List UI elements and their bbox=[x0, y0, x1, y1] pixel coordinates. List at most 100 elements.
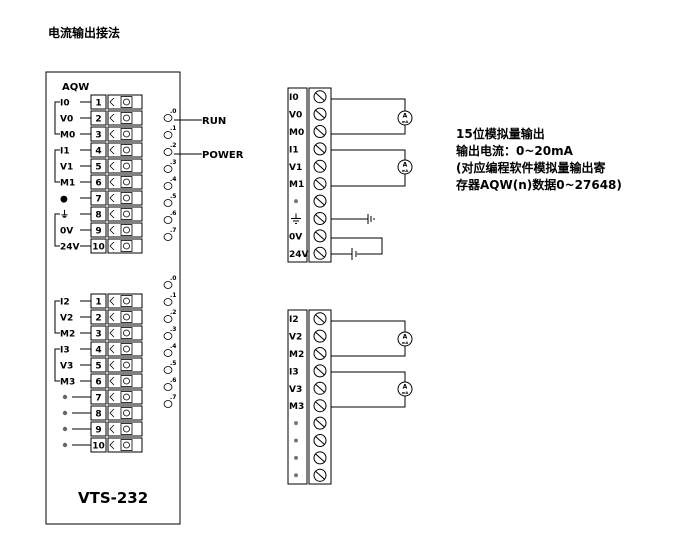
led-indicators: .0.1.2.3.4.5.6.7.0.1.2.3.4.5.6.7 bbox=[163, 108, 176, 408]
terminal-clamp-mark bbox=[109, 193, 115, 203]
led-label: .5 bbox=[170, 360, 176, 367]
wiring-terminal-label: V0 bbox=[289, 111, 302, 121]
terminal-clamp-mark bbox=[109, 392, 115, 402]
ground-connection bbox=[331, 214, 375, 224]
meter-circuit-1 bbox=[331, 98, 406, 135]
screw-slot bbox=[315, 314, 325, 324]
screw-slot bbox=[315, 248, 325, 258]
led-label: .1 bbox=[170, 125, 176, 132]
screw-slot bbox=[315, 453, 325, 463]
led-indicator bbox=[163, 366, 173, 374]
spec-line-1: 15位模拟量输出 bbox=[456, 127, 545, 141]
terminal-label: V1 bbox=[60, 163, 73, 173]
terminal-number: 3 bbox=[95, 131, 101, 141]
terminal-number: 9 bbox=[95, 426, 101, 436]
terminal-clamp-mark bbox=[109, 145, 115, 155]
terminal-number: 10 bbox=[92, 243, 105, 253]
terminal-clamp-mark bbox=[109, 209, 115, 219]
led-label: .6 bbox=[170, 210, 176, 217]
unused-terminal-dot-icon bbox=[294, 455, 298, 460]
wiring-terminal-label: I3 bbox=[289, 367, 299, 377]
screw-slot bbox=[315, 196, 325, 206]
led-indicator bbox=[163, 216, 173, 224]
page-title: 电流输出接法 bbox=[48, 26, 121, 40]
screw-slot bbox=[315, 418, 325, 428]
terminal-number: 5 bbox=[95, 163, 101, 173]
screw-slot bbox=[315, 383, 325, 393]
terminal-clamp-mark bbox=[109, 161, 115, 171]
wiring-terminal-label: 0V bbox=[289, 232, 302, 242]
unused-terminal-dot-icon bbox=[62, 410, 68, 416]
power-label: POWER bbox=[202, 150, 244, 161]
terminal-screw-head bbox=[123, 194, 130, 202]
led-indicator bbox=[163, 400, 173, 408]
led-indicator bbox=[163, 315, 173, 323]
terminal-screw-head bbox=[123, 441, 130, 449]
led-indicator bbox=[163, 199, 173, 207]
unused-terminal-dot-icon bbox=[62, 442, 68, 448]
wiring-terminal-label: I1 bbox=[289, 145, 299, 155]
ammeter-body bbox=[397, 159, 413, 175]
ammeter-icon: AmA bbox=[397, 331, 413, 347]
terminal-number: 6 bbox=[95, 378, 101, 388]
led-indicator bbox=[163, 332, 173, 340]
ammeter-unit: mA bbox=[402, 341, 409, 345]
terminal-clamp-mark bbox=[109, 177, 115, 187]
screw-slot bbox=[315, 179, 325, 189]
wiring-terminal-label: M3 bbox=[289, 402, 304, 412]
terminal-label: M2 bbox=[60, 330, 75, 340]
led-label: .6 bbox=[170, 377, 176, 384]
screw-slot bbox=[315, 214, 325, 223]
wiring-terminal-label: I0 bbox=[289, 93, 299, 103]
terminal-clamp-mark bbox=[109, 344, 115, 354]
terminal-clamp-mark bbox=[109, 241, 115, 251]
wiring-terminal-label: V2 bbox=[289, 333, 302, 343]
module-model-label: VTS-232 bbox=[78, 489, 148, 507]
screw-slot bbox=[315, 161, 325, 171]
screw-slot bbox=[315, 144, 325, 154]
terminal-clamp-mark bbox=[109, 440, 115, 450]
terminal-label: ● bbox=[60, 195, 68, 205]
terminal-label: V2 bbox=[60, 314, 73, 324]
terminal-number: 6 bbox=[95, 179, 101, 189]
spec-description: 15位模拟量输出 输出电流：0~20mA (对应编程软件模拟量输出寄 存器AQW… bbox=[456, 126, 622, 194]
unused-terminal-dot-icon bbox=[294, 421, 298, 426]
terminal-number: 9 bbox=[95, 227, 101, 237]
screw-slot bbox=[315, 331, 325, 341]
channel-bracket bbox=[54, 101, 60, 135]
terminal-label: ⏚ bbox=[60, 210, 69, 221]
terminal-screw-head bbox=[123, 114, 130, 122]
screw-slot bbox=[315, 231, 325, 241]
ammeter-unit: mA bbox=[402, 169, 409, 173]
led-indicator bbox=[163, 114, 173, 122]
terminal-screw-head bbox=[123, 345, 130, 353]
ammeter-body bbox=[397, 110, 413, 126]
terminal-number: 7 bbox=[95, 394, 101, 404]
spec-line-4: 存器AQW(n)数据0~27648) bbox=[456, 178, 622, 192]
led-label: .5 bbox=[170, 193, 176, 200]
terminal-clamp-mark bbox=[109, 424, 115, 434]
terminal-clamp-mark bbox=[109, 360, 115, 370]
wiring-terminal-label: M2 bbox=[289, 350, 304, 360]
led-indicator bbox=[163, 349, 173, 357]
terminal-screw-head bbox=[123, 313, 130, 321]
terminal-screw-head bbox=[123, 210, 130, 218]
ammeter-body bbox=[397, 331, 413, 347]
terminal-label: I2 bbox=[60, 298, 70, 308]
meter-circuit-4 bbox=[331, 371, 406, 408]
led-indicator bbox=[163, 383, 173, 391]
led-label: .3 bbox=[170, 326, 176, 333]
wiring2-label-strip bbox=[287, 309, 308, 485]
ammeter-icon: AmA bbox=[397, 381, 413, 397]
terminal-screw-head bbox=[123, 425, 130, 433]
terminal-screw-head bbox=[123, 377, 130, 385]
module-header-label: AQW bbox=[62, 82, 89, 93]
screw-slot bbox=[315, 349, 325, 358]
ammeter-body bbox=[397, 381, 413, 397]
screw-slot bbox=[315, 366, 325, 376]
terminal-number: 4 bbox=[95, 147, 101, 157]
led-label: .3 bbox=[170, 159, 176, 166]
ammeter-icon: AmA bbox=[397, 159, 413, 175]
